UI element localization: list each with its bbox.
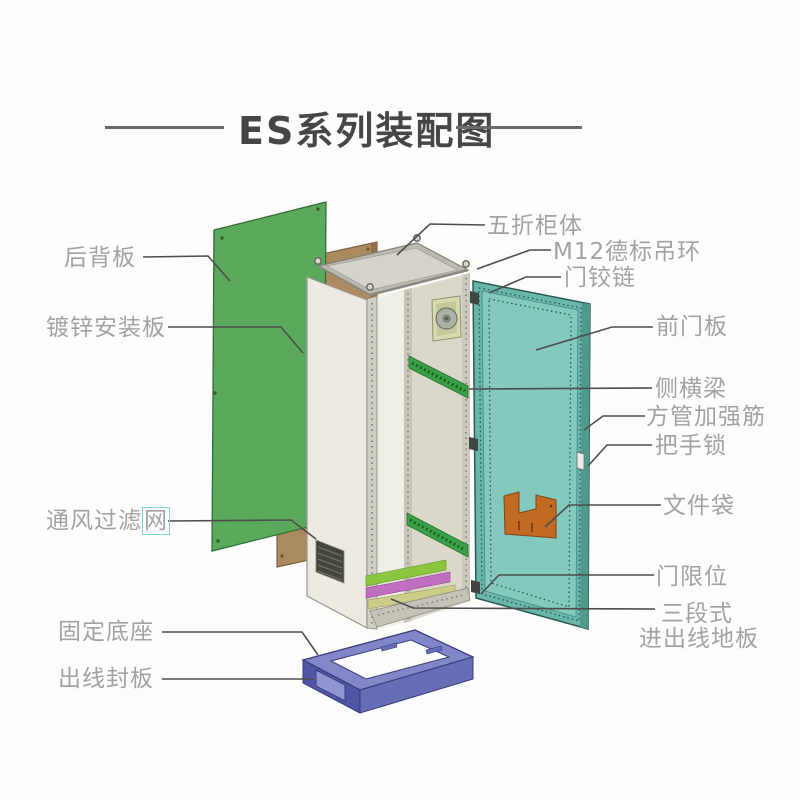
label-side-beam: 侧横梁	[655, 376, 727, 402]
vent-grille	[315, 539, 345, 584]
leader-back-panel	[142, 255, 231, 282]
leader-lines	[142, 223, 661, 680]
leader-document-pocket	[544, 504, 661, 528]
label-front-door: 前门板	[656, 314, 728, 340]
side-beam-lower	[406, 512, 469, 558]
leader-door-limit	[480, 574, 654, 595]
lifting-eye-icon	[366, 283, 374, 291]
handle-lock-shape	[576, 451, 585, 471]
door-hinge-top	[470, 291, 479, 305]
lifting-eye-icon	[314, 257, 322, 265]
label-door-hinge: 门铰链	[564, 265, 636, 291]
outlet-cover-plate	[315, 669, 346, 702]
leader-tube-rib	[583, 415, 645, 431]
door-inner-face	[481, 290, 579, 618]
leader-lifting-ring	[476, 249, 551, 270]
base-rib	[380, 642, 398, 652]
label-outlet-plate: 出线封板	[58, 666, 154, 692]
base-front-right-face	[359, 656, 474, 714]
base-rib	[425, 645, 443, 655]
label-mounting-plate: 镀锌安装板	[46, 315, 166, 341]
leader-handle-lock	[587, 444, 652, 467]
door-hinge-bottom	[471, 580, 480, 594]
side-beam-upper	[408, 355, 469, 399]
lifting-eye-icon	[413, 234, 421, 242]
base-frame-part	[301, 629, 475, 714]
leader-door-hinge	[488, 276, 561, 294]
lifting-eyes	[314, 234, 470, 291]
title-dash-left	[105, 126, 224, 129]
door-hinge-middle	[469, 437, 478, 451]
cabinet-body-part	[306, 234, 471, 630]
leader-side-beam	[468, 387, 653, 390]
door-edge-fold	[580, 303, 590, 629]
label-cable-floor-line1: 三段式	[661, 601, 733, 627]
label-tube-rib: 方管加强筋	[646, 404, 766, 430]
interior-left-wall	[377, 290, 407, 629]
frame-posts	[366, 273, 470, 630]
leader-vent-filter	[167, 519, 317, 540]
top-panel	[316, 242, 470, 297]
leader-front-door	[535, 326, 653, 351]
fan-icon	[431, 295, 462, 342]
label-handle-lock: 把手锁	[655, 433, 727, 459]
label-vent-filter: 通风过滤网	[46, 507, 170, 535]
title-dash-right	[456, 126, 582, 129]
label-door-limit: 门限位	[656, 564, 728, 590]
label-back-panel: 后背板	[64, 245, 136, 271]
label-cable-floor-line2: 进出线地板	[639, 626, 759, 652]
lifting-eye-icon	[462, 260, 470, 268]
label-vent-filter-boxed: 网	[142, 507, 170, 535]
label-fixed-base: 固定底座	[58, 619, 154, 645]
leader-cable-floor	[390, 598, 656, 610]
document-pocket-shape	[503, 491, 557, 539]
leader-cabinet-body	[396, 223, 486, 256]
label-cabinet-body: 五折柜体	[487, 213, 583, 239]
label-document-pocket: 文件袋	[663, 493, 735, 519]
leader-fixed-base	[162, 631, 319, 656]
page-title: ES系列装配图	[238, 109, 496, 153]
interior-back-wall	[407, 273, 470, 622]
front-door-part	[469, 280, 591, 630]
label-lifting-ring: M12德标吊环	[553, 239, 702, 265]
label-vent-filter-text: 通风过滤	[46, 508, 142, 534]
floor-section-purple	[365, 571, 451, 599]
title-block: ES系列装配图	[0, 0, 800, 160]
leader-mounting-plate	[168, 326, 304, 354]
floor-section-green	[365, 559, 447, 587]
